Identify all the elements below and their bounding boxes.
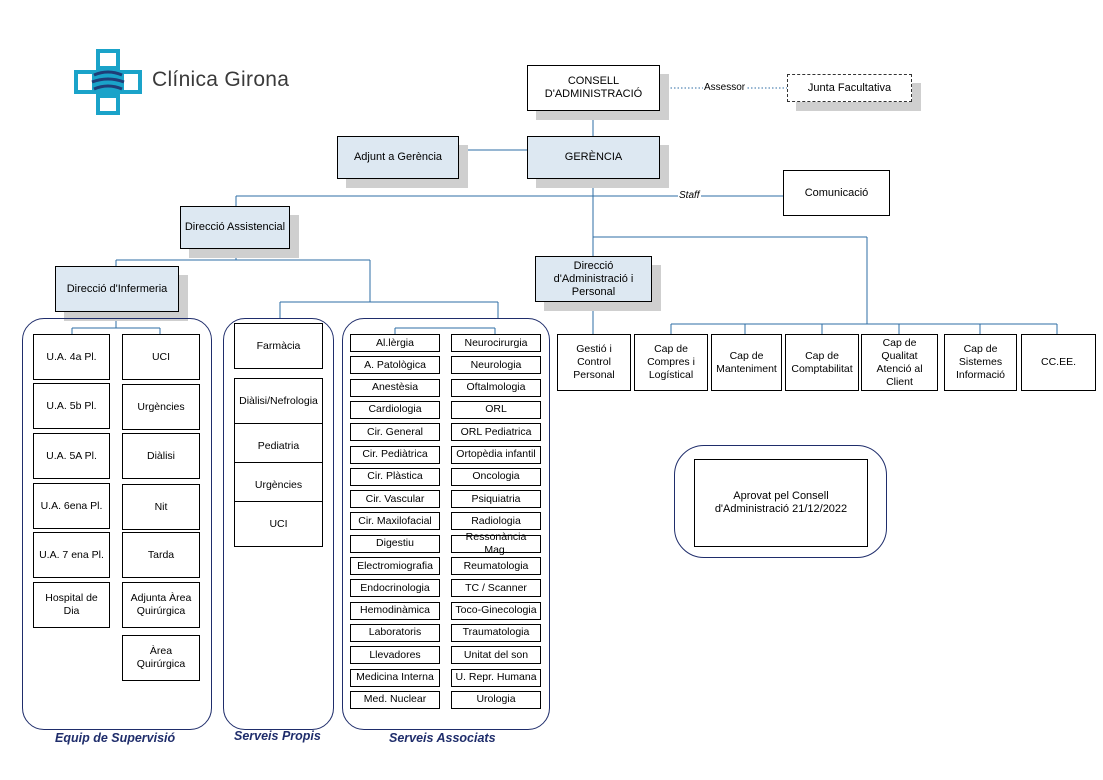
associat-service: Toco-Ginecologia [451, 601, 541, 620]
admin-unit: Cap de Manteniment [711, 334, 782, 391]
associat-service: U. Repr. Humana [451, 668, 541, 687]
admin-unit: Cap de Comptabilitat [785, 334, 859, 391]
supervisio-group [22, 318, 212, 730]
associat-service: Unitat del son [451, 646, 541, 665]
logo [74, 49, 142, 120]
propis-service: Diàlisi/Nefrologia [234, 378, 323, 424]
supervisio-unit: Tarda [122, 532, 200, 578]
associat-service: Psiquiatria [451, 490, 541, 509]
propis-service: Urgències [234, 462, 323, 508]
associat-service: Electromiografia [350, 557, 440, 575]
associat-service: Llevadores [350, 646, 440, 665]
associat-service: Cir. Pediàtrica [350, 445, 440, 464]
admin-unit: Cap de Sistemes Informació [944, 334, 1017, 391]
associat-service: Oncologia [451, 467, 541, 486]
associat-service: Oftalmologia [451, 378, 541, 397]
associat-service: Neurocirurgia [451, 334, 541, 352]
consell-box: CONSELL D'ADMINISTRACIÓ [527, 65, 660, 111]
associat-service: Traumatologia [451, 623, 541, 642]
associat-service: Anestèsia [350, 378, 440, 397]
associat-service: ORL [451, 400, 541, 419]
associat-service: Hemodinàmica [350, 601, 440, 620]
propis-group [223, 318, 334, 730]
staff-label: Staff [678, 190, 701, 201]
admin-unit: CC.EE. [1021, 334, 1096, 391]
supervisio-unit: Nit [122, 484, 200, 530]
supervisio-unit: UCI [122, 334, 200, 380]
supervisio-unit: U.A. 4a Pl. [33, 334, 110, 380]
propis-label: Serveis Propis [234, 729, 321, 743]
direccio-assistencial-box: Direcció Assistencial [180, 206, 290, 249]
adjunt-box: Adjunt a Gerència [337, 136, 459, 179]
cross-icon [74, 49, 142, 115]
supervisio-unit: U.A. 5b Pl. [33, 383, 110, 429]
propis-service: UCI [234, 501, 323, 547]
associat-service: Cir. Maxilofacial [350, 512, 440, 531]
propis-service: Farmàcia [234, 323, 323, 369]
associat-service: Ortopèdia infantil [451, 445, 541, 464]
associat-service: Cir. Plàstica [350, 467, 440, 486]
supervisio-unit: Hospital de Dia [33, 582, 110, 628]
admin-unit: Gestió i Control Personal [557, 334, 631, 391]
logo-name: Clínica Girona [152, 68, 290, 91]
supervisio-unit: Diàlisi [122, 433, 200, 479]
associat-service: Neurologia [451, 356, 541, 375]
supervisio-unit: U.A. 5A Pl. [33, 433, 110, 479]
admin-unit: Cap de Compres i Logístical [634, 334, 708, 391]
supervisio-unit: Adjunta Àrea Quirúrgica [122, 582, 200, 628]
associat-service: Digestiu [350, 534, 440, 553]
associat-service: Ressonància Mag. [451, 531, 541, 556]
supervisio-unit: Àrea Quirúrgica [122, 635, 200, 681]
associat-service: Endocrinologia [350, 579, 440, 598]
associat-service: Cir. Vascular [350, 490, 440, 509]
supervisio-label: Equip de Supervisió [55, 731, 176, 745]
associat-service: Cir. General [350, 423, 440, 442]
direccio-administracio-box: Direcció d'Administració i Personal [535, 256, 652, 302]
approval-group [674, 445, 887, 558]
associat-service: A. Patològica [350, 356, 440, 375]
supervisio-unit: Urgències [122, 384, 200, 430]
associat-service: Med. Nuclear [350, 690, 440, 709]
supervisio-unit: U.A. 7 ena Pl. [33, 532, 110, 578]
supervisio-unit: U.A. 6ena Pl. [33, 483, 110, 529]
associat-service: Urologia [451, 690, 541, 709]
admin-unit: Cap de Qualitat Atenció al Client [861, 334, 938, 391]
associat-service: TC / Scanner [451, 579, 541, 598]
associats-group [342, 318, 550, 730]
associat-service: ORL Pediatrica [451, 423, 541, 442]
associat-service: Al.lèrgia [350, 334, 440, 352]
propis-service: Pediatria [234, 423, 323, 469]
associat-service: Laboratoris [350, 623, 440, 642]
junta-box: Junta Facultativa [787, 74, 912, 102]
approval-box: Aprovat pel Consell d'Administració 21/1… [694, 459, 868, 547]
direccio-infermeria-box: Direcció d'Infermeria [55, 266, 179, 312]
gerencia-box: GERÈNCIA [527, 136, 660, 179]
assessor-label: Assessor [703, 82, 747, 93]
associat-service: Medicina Interna [350, 668, 440, 687]
associat-service: Reumatologia [451, 557, 541, 575]
associats-label: Serveis Associats [389, 731, 496, 745]
associat-service: Radiologia [451, 512, 541, 531]
associat-service: Cardiologia [350, 400, 440, 419]
comunicacio-box: Comunicació [783, 170, 890, 216]
